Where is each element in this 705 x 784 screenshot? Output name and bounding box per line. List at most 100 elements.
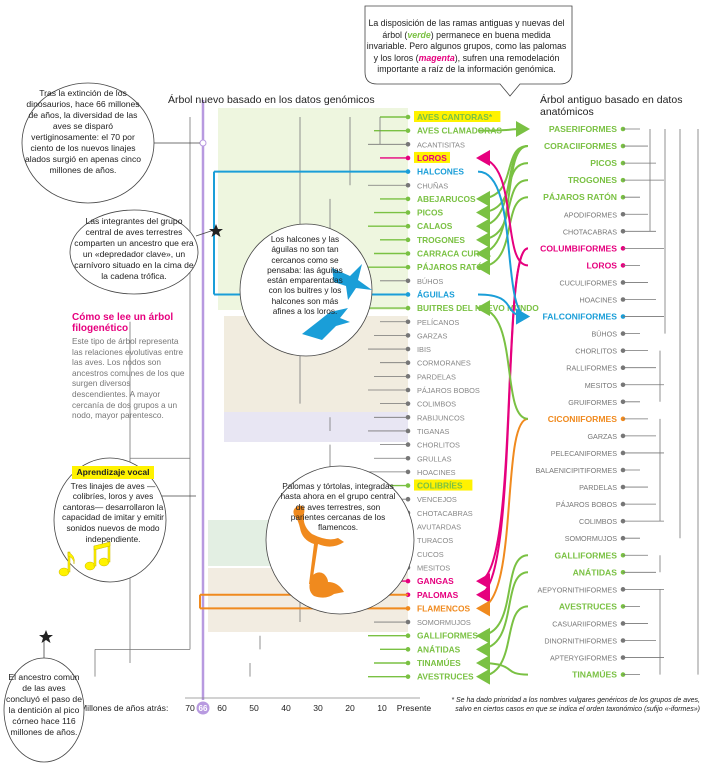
new-tree-leaf: CARRACA CUROL [374, 249, 491, 259]
old-tree-leaf: GARZAS [587, 432, 656, 441]
old-tree-leaf-label: COLUMBIFORMES [540, 243, 617, 253]
mapping-link [477, 121, 530, 138]
old-tree-leaf: LOROS [586, 260, 640, 270]
new-tree-leaf-label: CALAOS [417, 221, 453, 231]
new-tree-leaf-label: PICOS [417, 208, 443, 218]
old-tree-leaf: SOMORMUJOS [565, 534, 640, 543]
new-tree-leaf: ACANTISITAS [368, 140, 465, 149]
mapping-link [476, 655, 529, 676]
old-tree-leaf: APODIFORMES [564, 210, 648, 219]
old-tree-leaf-label: CICONIIFORMES [548, 414, 617, 424]
new-tree-leaf-label: COLIMBOS [417, 400, 456, 409]
old-tree-leaf: CHOTACABRAS [563, 227, 656, 236]
new-tree-leaf-label: CHUÑAS [417, 181, 448, 190]
old-tree-leaf: ANÁTIDAS [573, 567, 656, 577]
old-tree-leaf-label: LOROS [586, 260, 617, 270]
new-tree-leaf-label: ABEJARUCOS [417, 194, 476, 204]
new-tree-leaf-label: ÁGUILAS [417, 288, 455, 299]
new-tree-leaf-label: PARDELAS [417, 372, 456, 381]
new-tree-leaf: TINAMÚES [374, 657, 461, 668]
new-tree-leaf-label: GRULLAS [417, 454, 452, 463]
new-tree-leaf-label: CHORLITOS [417, 441, 460, 450]
axis-tick-66: 66 [199, 704, 208, 713]
new-tree-leaf-label: TURACOS [417, 536, 453, 545]
new-tree-leaf-label: PÁJAROS BOBOS [417, 386, 480, 395]
new-tree-leaf: PICOS [374, 208, 443, 218]
extinction-66-node [199, 139, 207, 147]
mapping-link [476, 196, 529, 276]
new-tree-leaf-label: CARRACA CUROL [417, 249, 491, 259]
axis-tick-present: Presente [397, 703, 432, 713]
old-tree-leaf-label: GALLIFORMES [554, 550, 617, 560]
dinosaur-extinction-note: Tras la extinción de los dinosaurios, ha… [24, 88, 142, 175]
music-notes-icon [58, 541, 111, 577]
new-tree-leaf: GALLIFORMES [368, 631, 478, 641]
old-tree-leaf-label: TROGONES [568, 175, 617, 185]
new-tree-leaf-label: LOROS [417, 153, 447, 163]
old-tree-leaf: RALLIFORMES [566, 364, 656, 373]
old-tree-leaf-label: MESITOS [585, 381, 617, 390]
falcons-eagles-note: Los halcones y las águilas no son tan ce… [267, 234, 343, 317]
predator-ancestor-star-icon [209, 224, 223, 237]
new-tree-leaf: GRULLAS [374, 454, 452, 463]
old-tree-leaf: PICOS [590, 158, 656, 168]
new-tree-leaf-label: VENCEJOS [417, 495, 457, 504]
axis-tick-40: 40 [281, 703, 291, 713]
old-tree-leaf: PARDELAS [579, 483, 648, 492]
old-tree-leaf-label: PELECANIFORMES [551, 449, 618, 458]
new-tree-leaf: COLIMBOS [380, 400, 456, 409]
new-tree-leaf-label: AVUTARDAS [417, 523, 461, 532]
axis-tick-70: 70 [185, 703, 195, 713]
new-tree-leaf-label: CUCOS [417, 550, 444, 559]
old-tree-leaf-label: GRUIFORMES [568, 398, 617, 407]
old-tree-leaf: GRUIFORMES [568, 398, 640, 407]
old-tree-leaf: TROGONES [568, 175, 664, 185]
new-tree-leaf: TIGANAS [368, 427, 450, 436]
old-tree-leaf: COLUMBIFORMES [540, 243, 664, 253]
new-tree-leaf-label: GANGAS [417, 576, 454, 586]
new-tree-leaf-label: AVES CLAMADORAS [417, 126, 502, 136]
axis-66-marker [196, 701, 210, 715]
new-tree-leaf: GARZAS [374, 331, 447, 340]
mapping-link [476, 145, 529, 262]
mapping-link [477, 293, 530, 325]
axis-tick-30: 30 [313, 703, 323, 713]
new-tree-leaf: PARDELAS [374, 372, 456, 381]
axis-tick-50: 50 [249, 703, 259, 713]
old-tree-leaf: BÚHOS [591, 330, 640, 339]
old-tree-leaf-label: DINORNITHIFORMES [544, 637, 617, 646]
old-tree-leaf-label: ANÁTIDAS [573, 567, 618, 577]
new-tree-leaf: CHUÑAS [368, 181, 448, 190]
new-tree-leaf: SOMORMUJOS [374, 618, 471, 627]
predator-ancestor-note: Las integrantes del grupo central de ave… [74, 216, 194, 281]
new-tree-leaf: ANÁTIDAS [380, 643, 461, 654]
old-tree-leaf-label: TINAMÚES [572, 669, 617, 680]
old-tree-leaf-label: AVESTRUCES [559, 601, 617, 611]
old-tree-leaf-label: CHORLITOS [575, 347, 617, 356]
mapping-link [476, 605, 529, 685]
old-tree-leaf-label: CHOTACABRAS [563, 227, 617, 236]
new-tree-leaf-label: GALLIFORMES [417, 631, 478, 641]
new-tree-leaf-label: PALOMAS [417, 590, 459, 600]
new-tree-leaf-label: TROGONES [417, 235, 465, 245]
new-tree-leaf-label: TIGANAS [417, 427, 450, 436]
old-tree-leaf: CICONIIFORMES [548, 414, 648, 424]
old-tree-title-line2: anatómicos [540, 106, 594, 118]
mapping-link [476, 300, 529, 420]
old-tree-leaf: HOACINES [579, 296, 656, 305]
old-tree-leaf-label: AEPYORNITHIFORMES [538, 585, 618, 594]
new-tree-leaf-label: SOMORMUJOS [417, 618, 471, 627]
old-tree-leaf: PASERIFORMES [549, 124, 640, 134]
old-tree-leaf-label: BÚHOS [591, 330, 617, 339]
new-tree-leaf: RABIJUNCOS [374, 413, 465, 422]
axis-tick-60: 60 [217, 703, 227, 713]
how-to-read-text: Este tipo de árbol representa las relaci… [72, 336, 185, 421]
new-tree-title: Árbol nuevo basado en los datos genómico… [168, 93, 375, 106]
vocal-learning-box: Aprendizaje vocal Tres linajes de aves —… [60, 466, 166, 544]
old-tree-leaf: GALLIFORMES [554, 550, 648, 560]
old-tree-leaf: BALAENICIPITIFORMES [536, 466, 640, 475]
old-tree-leaf-label: GARZAS [587, 432, 617, 441]
old-tree-leaf: TINAMÚES [572, 669, 640, 680]
old-tree-leaf: APTERYGIFORMES [550, 654, 664, 663]
